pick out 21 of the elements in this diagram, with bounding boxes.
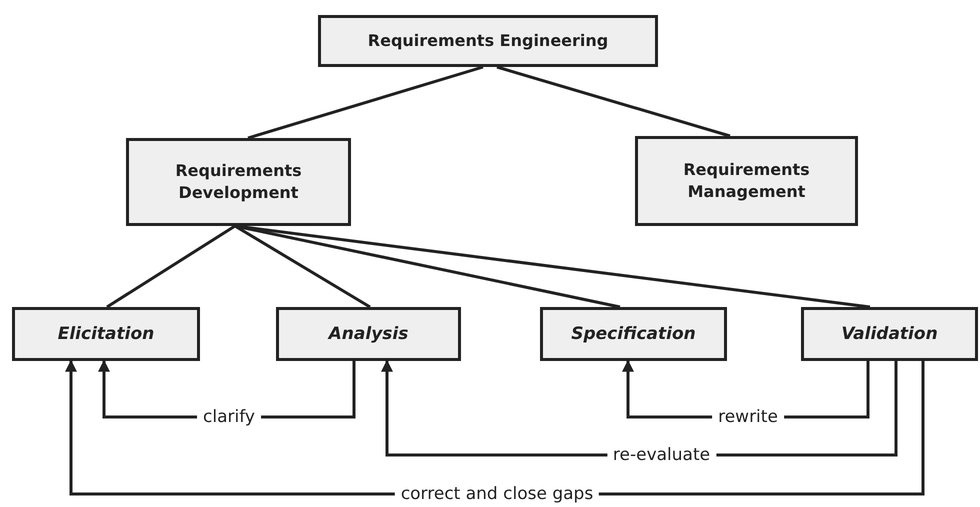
activity-box <box>12 307 200 361</box>
edge-label: clarify <box>197 407 261 427</box>
connector-line <box>496 66 730 138</box>
category-box <box>318 15 658 67</box>
box-label: Validation <box>841 322 938 346</box>
connector-line <box>248 66 484 140</box>
box-label: Specification <box>571 322 696 346</box>
box-label: Requirements Development <box>174 160 303 204</box>
box-label: Requirements Engineering <box>368 30 608 52</box>
category-box <box>635 136 858 226</box>
activity-box <box>276 307 461 361</box>
edge-label: correct and close gaps <box>394 484 600 504</box>
box-label: Elicitation <box>58 322 154 346</box>
connector-line <box>234 224 620 308</box>
box-label: Analysis <box>328 322 408 346</box>
activity-box <box>801 307 978 361</box>
connector-line <box>234 224 371 308</box>
activity-box <box>540 307 727 361</box>
category-box <box>126 138 351 226</box>
connector-line <box>106 224 236 308</box>
box-label: Requirements Management <box>682 159 811 203</box>
